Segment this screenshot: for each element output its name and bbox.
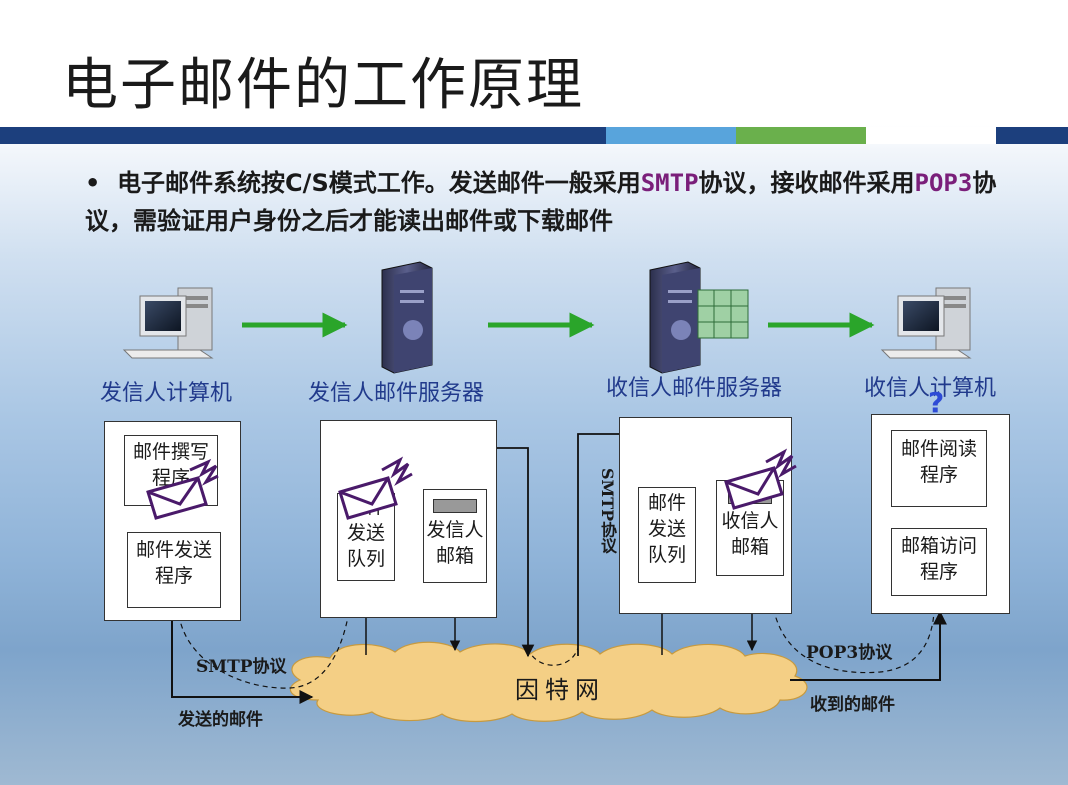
pop3-dashed-path: [771, 599, 935, 674]
bullet-text: • 电子邮件系统按C/S模式工作。发送邮件一般采用SMTP协议，接收邮件采用PO…: [85, 164, 1015, 240]
sender-server-label: 发信人邮件服务器: [308, 381, 485, 406]
bullet-marker: •: [85, 169, 101, 197]
receiver-server-label: 收信人邮件服务器: [606, 376, 783, 401]
receiver-computer-label: 收信人计算机: [864, 376, 997, 401]
read-program-box: 邮件阅读程序: [891, 430, 987, 507]
title-band-lightblue: [606, 127, 736, 144]
title-band-green: [736, 127, 866, 144]
sender-server-panel: 邮件发送队列 发信人邮箱: [320, 420, 497, 618]
receiver-server-panel: 邮件发送队列 收信人邮箱: [619, 417, 792, 614]
sender-computer-panel: 邮件撰写程序 邮件发送程序: [104, 421, 241, 621]
bullet-part2: 协议，接收邮件采用: [698, 169, 915, 197]
sent-mail-label: 发送的邮件: [178, 710, 263, 730]
mailbox-rack-icon: [697, 289, 749, 339]
pop3-protocol-label: POP3协议: [806, 643, 893, 663]
received-mail-path: [790, 610, 947, 681]
receiver-server-icon: [649, 261, 701, 374]
bullet-part3: 协议，需验证用户身份之后才能读出邮件或下载邮件: [85, 169, 997, 235]
sender-mailbox-box: 发信人邮箱: [423, 489, 487, 583]
title-band-navy-right: [996, 127, 1068, 144]
mailbox-access-box: 邮箱访问程序: [891, 528, 987, 596]
internet-label: 因特网: [515, 676, 605, 704]
smtp-dashed-path-left: [177, 604, 351, 689]
receiver-computer-panel: 邮件阅读程序 邮箱访问程序: [871, 414, 1010, 614]
smtp-protocol-label-left: SMTP协议: [196, 657, 287, 677]
page-title: 电子邮件的工作原理: [62, 53, 584, 118]
sender-queue-box: 邮件发送队列: [337, 493, 395, 581]
receiver-queue-box: 邮件发送队列: [638, 487, 696, 583]
question-mark-icon: ?: [928, 386, 945, 419]
sender-server-icon: [381, 261, 433, 374]
sender-computer-label: 发信人计算机: [100, 381, 233, 406]
pop3-highlight: POP3: [914, 169, 973, 197]
send-program-box: 邮件发送程序: [127, 532, 221, 608]
sender-mailbox-label: 发信人邮箱: [426, 519, 484, 567]
bullet-part1: 电子邮件系统按C/S模式工作。发送邮件一般采用: [117, 169, 641, 197]
compose-program-box: 邮件撰写程序: [124, 435, 218, 506]
title-band-white: [866, 127, 996, 144]
sender-mailbox-slot: [433, 499, 477, 513]
smtp-dashed-path-mid: [527, 647, 579, 666]
receiver-mailbox-label: 收信人邮箱: [721, 510, 779, 558]
title-band-navy-left: [0, 127, 606, 144]
receiver-mailbox-slot: [728, 490, 772, 504]
smtp-protocol-label-vertical: SMTP协议: [598, 468, 617, 554]
smtp-highlight: SMTP: [640, 169, 699, 197]
received-mail-label: 收到的邮件: [810, 695, 895, 715]
sender-computer-icon: [122, 287, 214, 359]
receiver-computer-icon: [880, 287, 972, 359]
sent-mail-path: [171, 606, 314, 704]
receiver-mailbox-box: 收信人邮箱: [716, 480, 784, 576]
